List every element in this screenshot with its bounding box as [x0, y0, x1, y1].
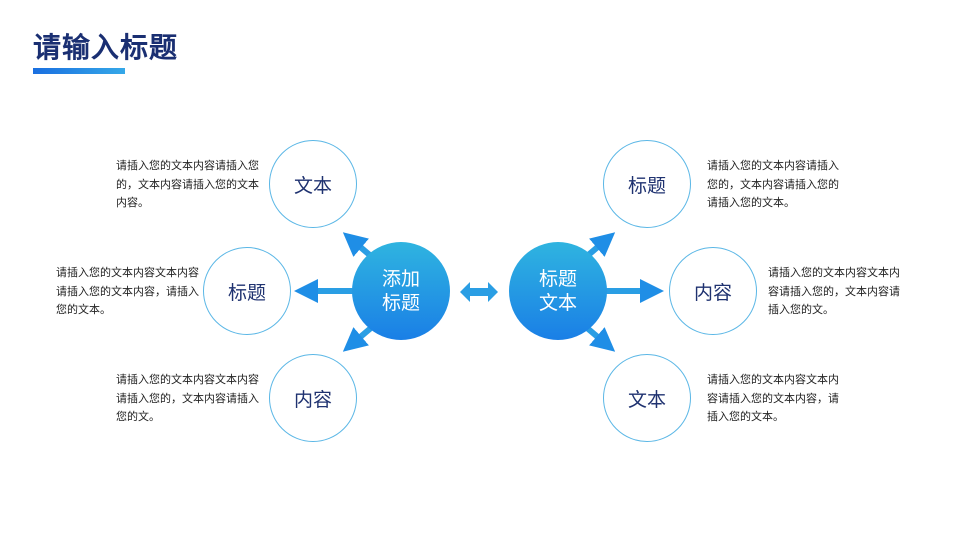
left-desc-1: 请插入您的文本内容请插入您的，文本内容请插入您的文本内容。 [116, 159, 259, 209]
center-left-label: 添加标题 [381, 268, 420, 314]
page-title: 请输入标题 [33, 31, 179, 64]
node-label: 文本 [627, 388, 666, 411]
double-arrow-icon [460, 282, 498, 302]
left-node-3: 内容 [269, 354, 357, 442]
left-desc-3: 请插入您的文本内容文本内容请插入您的，文本内容请插入您的文。 [116, 373, 259, 423]
center-right-label: 标题文本 [538, 268, 577, 314]
right-desc-3: 请插入您的文本内容文本内容请插入您的文本内容，请插入您的文本。 [707, 373, 839, 423]
right-node-3: 文本 [603, 354, 691, 442]
node-label: 标题 [227, 281, 266, 304]
node-label: 内容 [693, 281, 732, 304]
right-node-1: 标题 [603, 140, 691, 228]
node-label: 标题 [627, 174, 666, 197]
left-node-2: 标题 [203, 247, 291, 335]
center-circle-left: 添加标题 [352, 242, 450, 340]
left-node-1: 文本 [269, 140, 357, 228]
right-node-2: 内容 [669, 247, 757, 335]
center-circle-right: 标题文本 [509, 242, 607, 340]
right-desc-2: 请插入您的文本内容文本内容请插入您的，文本内容请插入您的文。 [768, 266, 900, 316]
node-label: 文本 [293, 174, 332, 197]
right-desc-1: 请插入您的文本内容请插入您的，文本内容请插入您的请插入您的文本。 [707, 159, 839, 209]
node-label: 内容 [293, 388, 332, 411]
title-underline [33, 68, 125, 74]
left-desc-2: 请插入您的文本内容文本内容请插入您的文本内容，请插入您的文本。 [56, 266, 199, 316]
